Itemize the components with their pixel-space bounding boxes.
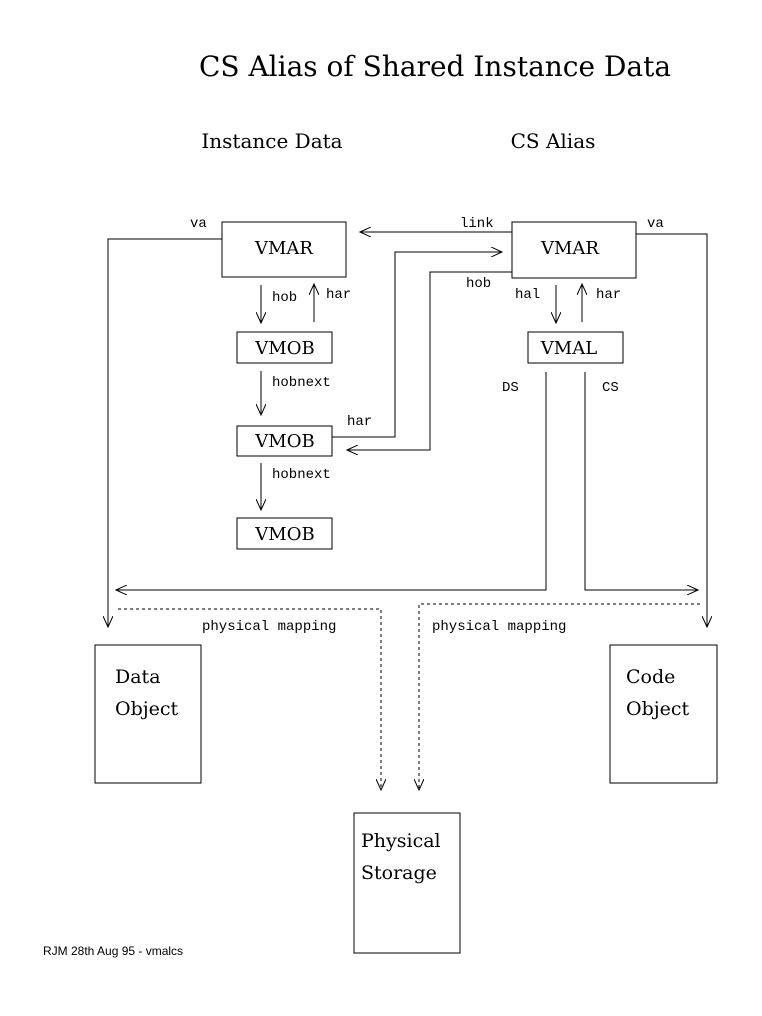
- hal-label: hal: [515, 287, 540, 303]
- vmar-right-label: VMAR: [540, 238, 599, 259]
- hob-cross-label: hob: [466, 276, 491, 292]
- vmob-1-box: [236, 331, 333, 364]
- ds-arrow: [116, 372, 547, 590]
- vmar-left-label: VMAR: [254, 238, 313, 259]
- physical-mapping-right-label: physical mapping: [432, 619, 566, 635]
- cs-arrow: [584, 372, 698, 590]
- code-object-label-line2: Object: [626, 698, 690, 720]
- vmob-1-label: VMOB: [254, 338, 314, 359]
- physical-mapping-right-arrow: [419, 603, 700, 790]
- hob-left-label: hob: [272, 290, 297, 306]
- hobnext-1-label: hobnext: [272, 375, 331, 391]
- instance-data-heading: Instance Data: [201, 129, 342, 153]
- cs-label: CS: [602, 380, 619, 396]
- va-left-label: va: [190, 216, 207, 232]
- vmob-2-label: VMOB: [254, 431, 314, 452]
- data-object-box: [94, 644, 202, 784]
- vmar-left-box: [221, 221, 347, 278]
- va-right-arrow: [636, 233, 707, 627]
- link-label: link: [460, 216, 494, 232]
- hob-cross-arrow: [347, 271, 512, 450]
- footer-note: RJM 28th Aug 95 - vmalcs: [43, 944, 183, 958]
- vmob-3-box: [236, 517, 333, 550]
- ds-label: DS: [502, 380, 519, 396]
- code-object-label-line1: Code: [626, 666, 675, 688]
- physical-storage-label-line1: Physical: [361, 830, 441, 852]
- vmar-right-box: [511, 221, 637, 279]
- vmob-3-label: VMOB: [254, 524, 314, 545]
- data-object-label-line2: Object: [115, 698, 179, 720]
- va-left-arrow: [108, 238, 222, 627]
- vmal-label: VMAL: [540, 338, 597, 359]
- hobnext-2-label: hobnext: [272, 467, 331, 483]
- cs-alias-heading: CS Alias: [511, 129, 596, 153]
- har-right-label: har: [596, 287, 621, 303]
- physical-storage-box: [353, 812, 461, 954]
- va-right-label: va: [647, 216, 664, 232]
- har-cross-arrow: [332, 252, 502, 438]
- diagram-title: CS Alias of Shared Instance Data: [199, 50, 671, 83]
- data-object-label-line1: Data: [115, 666, 161, 688]
- har-cross-label: har: [347, 414, 372, 430]
- vmal-box: [527, 331, 624, 364]
- physical-mapping-left-label: physical mapping: [202, 619, 336, 635]
- physical-storage-label-line2: Storage: [361, 862, 437, 884]
- vmob-2-box: [236, 425, 333, 457]
- code-object-box: [609, 644, 718, 784]
- har-left-label: har: [326, 287, 351, 303]
